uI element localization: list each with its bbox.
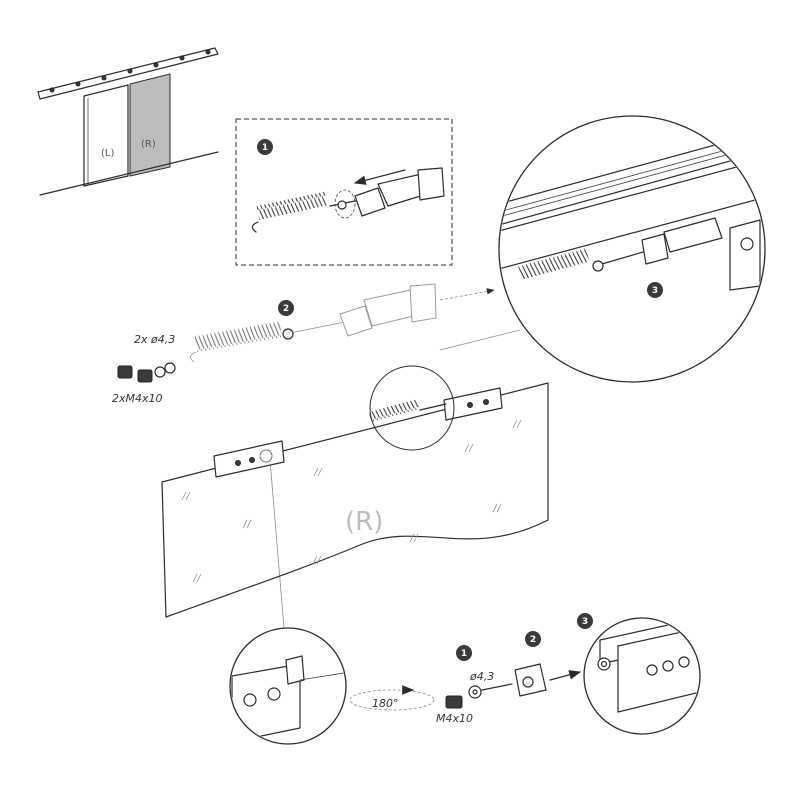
door-left-label: (L) — [101, 148, 114, 159]
washer-spec-top: 2x ø4,3 — [134, 333, 175, 346]
bottom-parts: ø4,3 M4x10 1 2 — [436, 631, 582, 725]
panel-label: (R) — [345, 507, 383, 537]
step-2-exploded: 2x ø4,3 2xM4x10 2 — [112, 283, 495, 405]
bottom-right-detail: 3 — [577, 613, 701, 735]
svg-text:2: 2 — [283, 304, 289, 314]
step-badge-3: 3 — [647, 282, 663, 298]
step-badge-2: 2 — [278, 300, 294, 316]
screw-spec-bottom: M4x10 — [436, 712, 473, 725]
step-3-detail: 3 — [498, 115, 766, 383]
screw-spec-top: 2xM4x10 — [112, 392, 163, 405]
lower-step-badge-3: 3 — [577, 613, 593, 629]
svg-text:3: 3 — [582, 617, 588, 627]
door-overview: (L) (R) — [37, 47, 219, 196]
svg-text:1: 1 — [461, 649, 467, 659]
lower-step-badge-2: 2 — [525, 631, 541, 647]
washer-spec-bottom: ø4,3 — [469, 670, 494, 683]
rotation-label: 180° — [372, 697, 399, 710]
glass-panel: (R) — [161, 365, 549, 618]
door-right-label: (R) — [141, 139, 156, 150]
svg-text:1: 1 — [262, 143, 268, 153]
lower-step-badge-1: 1 — [456, 645, 472, 661]
svg-text:3: 3 — [652, 286, 658, 296]
bottom-left-detail: 180° — [229, 627, 435, 745]
screws-pair — [117, 362, 176, 383]
step-badge-1: 1 — [257, 139, 273, 155]
svg-text:2: 2 — [530, 635, 536, 645]
step-1-detail: 1 — [235, 118, 453, 266]
